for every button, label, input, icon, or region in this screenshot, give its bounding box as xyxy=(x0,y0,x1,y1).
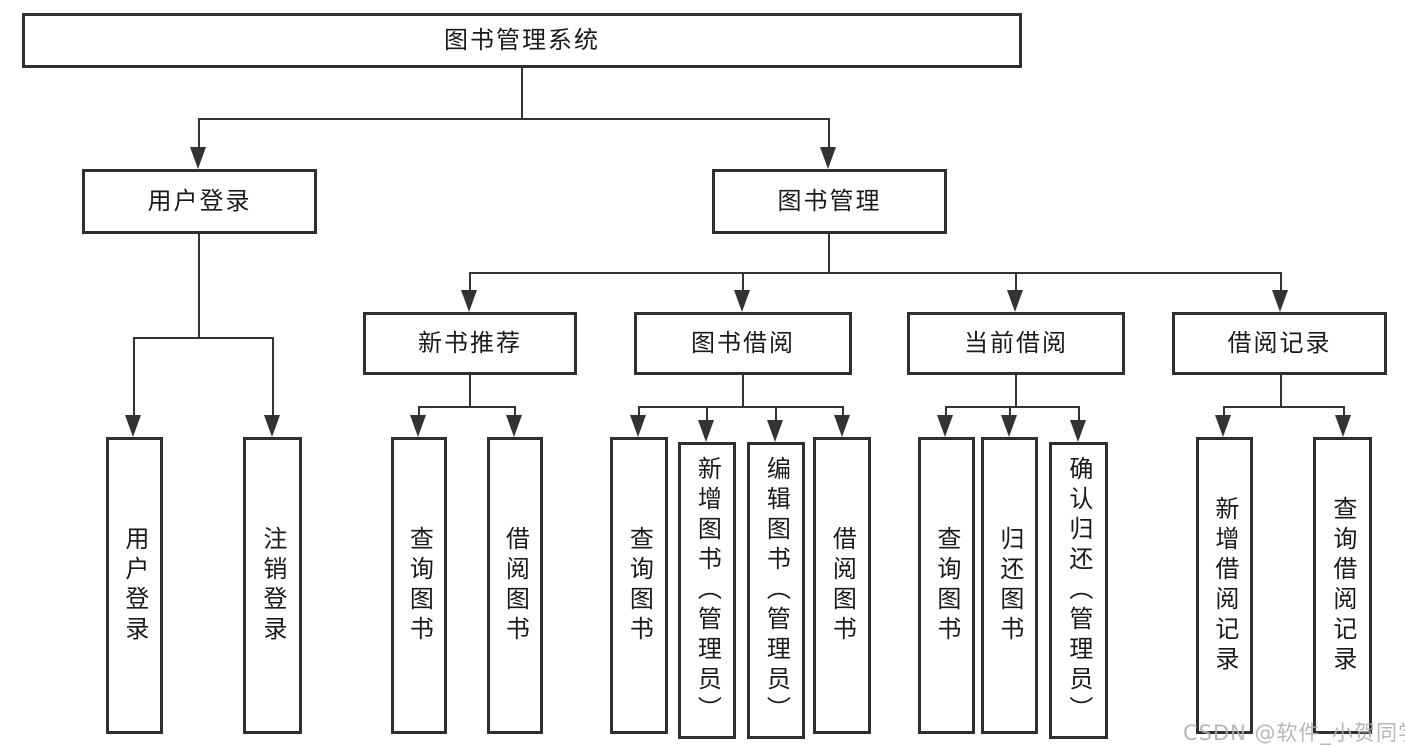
arrow-down-icon xyxy=(190,147,206,169)
arrow-down-icon xyxy=(834,415,850,437)
edge-line xyxy=(638,406,640,416)
edge-line xyxy=(469,272,1282,274)
edge-line xyxy=(418,406,516,408)
arrow-down-icon xyxy=(1335,415,1351,437)
leaf-query-books-2-label: 查询图书 xyxy=(625,525,654,646)
edge-line xyxy=(469,272,471,291)
arrow-down-icon xyxy=(734,290,750,312)
arrow-down-icon xyxy=(767,420,783,442)
leaf-query-books-2: 查询图书 xyxy=(610,437,668,734)
node-root: 图书管理系统 xyxy=(22,13,1022,68)
leaf-logout-label: 注销登录 xyxy=(258,525,287,646)
edge-line xyxy=(1223,406,1225,416)
arrow-down-icon xyxy=(1070,420,1086,442)
leaf-logout: 注销登录 xyxy=(243,437,302,734)
edge-line xyxy=(828,234,830,272)
edge-line xyxy=(1223,406,1345,408)
edge-line xyxy=(514,406,516,416)
leaf-edit-books-admin: 编辑图书（管理员） xyxy=(747,442,805,739)
arrow-down-icon xyxy=(630,415,646,437)
node-current-borrow: 当前借阅 xyxy=(907,312,1125,375)
node-book-borrow: 图书借阅 xyxy=(634,312,852,375)
leaf-query-books-1-label: 查询图书 xyxy=(405,525,434,646)
edge-line xyxy=(1015,272,1017,291)
node-user-login-group: 用户登录 xyxy=(82,169,317,234)
node-book-management: 图书管理 xyxy=(712,169,947,234)
edge-line xyxy=(945,406,947,416)
edge-line xyxy=(198,118,200,148)
edge-line xyxy=(638,406,844,408)
arrow-down-icon xyxy=(1007,290,1023,312)
leaf-add-borrow-record: 新增借阅记录 xyxy=(1196,437,1253,734)
node-user-login-group-label: 用户登录 xyxy=(147,187,252,216)
leaf-borrow-books-2: 借阅图书 xyxy=(813,437,871,734)
leaf-borrow-books-1: 借阅图书 xyxy=(487,437,543,734)
edge-line xyxy=(828,118,830,148)
node-new-book-recommend-label: 新书推荐 xyxy=(418,329,522,358)
watermark-text: CSDN @软件_小贺同学 xyxy=(1183,721,1405,745)
leaf-edit-books-admin-label: 编辑图书（管理员） xyxy=(762,455,791,726)
edge-line xyxy=(742,272,744,291)
leaf-confirm-return-admin-label: 确认归还（管理员） xyxy=(1064,455,1093,726)
arrow-down-icon xyxy=(461,290,477,312)
leaf-query-books-1: 查询图书 xyxy=(391,437,447,734)
edge-line xyxy=(469,375,471,406)
edge-line xyxy=(133,337,274,339)
edge-line xyxy=(1009,406,1011,416)
arrow-down-icon xyxy=(1215,415,1231,437)
arrow-down-icon xyxy=(1272,290,1288,312)
leaf-return-books: 归还图书 xyxy=(981,437,1038,734)
leaf-query-borrow-record: 查询借阅记录 xyxy=(1313,437,1372,734)
edge-line xyxy=(842,406,844,416)
arrow-down-icon xyxy=(506,415,522,437)
leaf-user-login-label: 用户登录 xyxy=(120,525,149,646)
edge-line xyxy=(706,406,708,421)
edge-line xyxy=(1015,375,1017,406)
node-new-book-recommend: 新书推荐 xyxy=(363,312,577,375)
leaf-confirm-return-admin: 确认归还（管理员） xyxy=(1049,442,1108,739)
edge-line xyxy=(775,406,777,421)
edge-line xyxy=(1343,406,1345,416)
arrow-down-icon xyxy=(264,415,280,437)
edge-line xyxy=(742,375,744,406)
arrow-down-icon xyxy=(125,415,141,437)
edge-line xyxy=(272,337,274,416)
leaf-query-books-3-label: 查询图书 xyxy=(932,525,961,646)
edge-line xyxy=(1078,406,1080,421)
node-borrow-records-label: 借阅记录 xyxy=(1227,329,1332,358)
leaf-borrow-books-1-label: 借阅图书 xyxy=(501,525,530,646)
leaf-return-books-label: 归还图书 xyxy=(995,525,1024,646)
edge-line xyxy=(133,337,135,416)
edge-line xyxy=(945,406,1080,408)
leaf-add-books-admin-label: 新增图书（管理员） xyxy=(693,455,722,726)
leaf-user-login: 用户登录 xyxy=(106,437,163,734)
node-borrow-records: 借阅记录 xyxy=(1172,312,1387,375)
node-root-label: 图书管理系统 xyxy=(444,26,600,55)
node-book-borrow-label: 图书借阅 xyxy=(691,329,795,358)
edge-line xyxy=(418,406,420,416)
arrow-down-icon xyxy=(1001,415,1017,437)
leaf-add-books-admin: 新增图书（管理员） xyxy=(678,442,736,739)
arrow-down-icon xyxy=(410,415,426,437)
edge-line xyxy=(521,68,523,118)
edge-line xyxy=(1280,375,1282,406)
leaf-query-borrow-record-label: 查询借阅记录 xyxy=(1328,495,1357,676)
leaf-borrow-books-2-label: 借阅图书 xyxy=(828,525,857,646)
leaf-query-books-3: 查询图书 xyxy=(918,437,975,734)
arrow-down-icon xyxy=(820,147,836,169)
node-book-management-label: 图书管理 xyxy=(777,187,882,216)
edge-line xyxy=(198,234,200,337)
edge-line xyxy=(1280,272,1282,291)
arrow-down-icon xyxy=(698,420,714,442)
leaf-add-borrow-record-label: 新增借阅记录 xyxy=(1210,495,1239,676)
arrow-down-icon xyxy=(937,415,953,437)
node-current-borrow-label: 当前借阅 xyxy=(964,329,1068,358)
edge-line xyxy=(198,118,830,120)
